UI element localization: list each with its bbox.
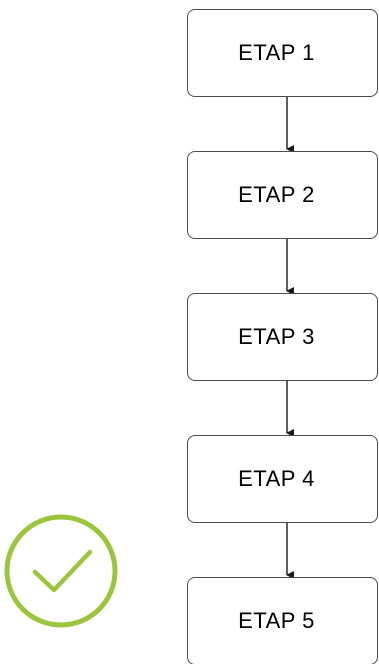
step-label-5: ETAP 5 [238, 608, 315, 633]
step-label-1: ETAP 1 [238, 40, 315, 65]
check-circle-icon [4, 514, 118, 628]
step-box-3: ETAP 3 [187, 293, 378, 381]
step-box-2: ETAP 2 [187, 151, 378, 239]
step-box-1: ETAP 1 [187, 9, 378, 97]
step-label-3: ETAP 3 [238, 324, 315, 349]
step-box-5: ETAP 5 [187, 577, 378, 664]
step-label-4: ETAP 4 [238, 466, 315, 491]
step-label-2: ETAP 2 [238, 182, 315, 207]
step-box-4: ETAP 4 [187, 435, 378, 523]
